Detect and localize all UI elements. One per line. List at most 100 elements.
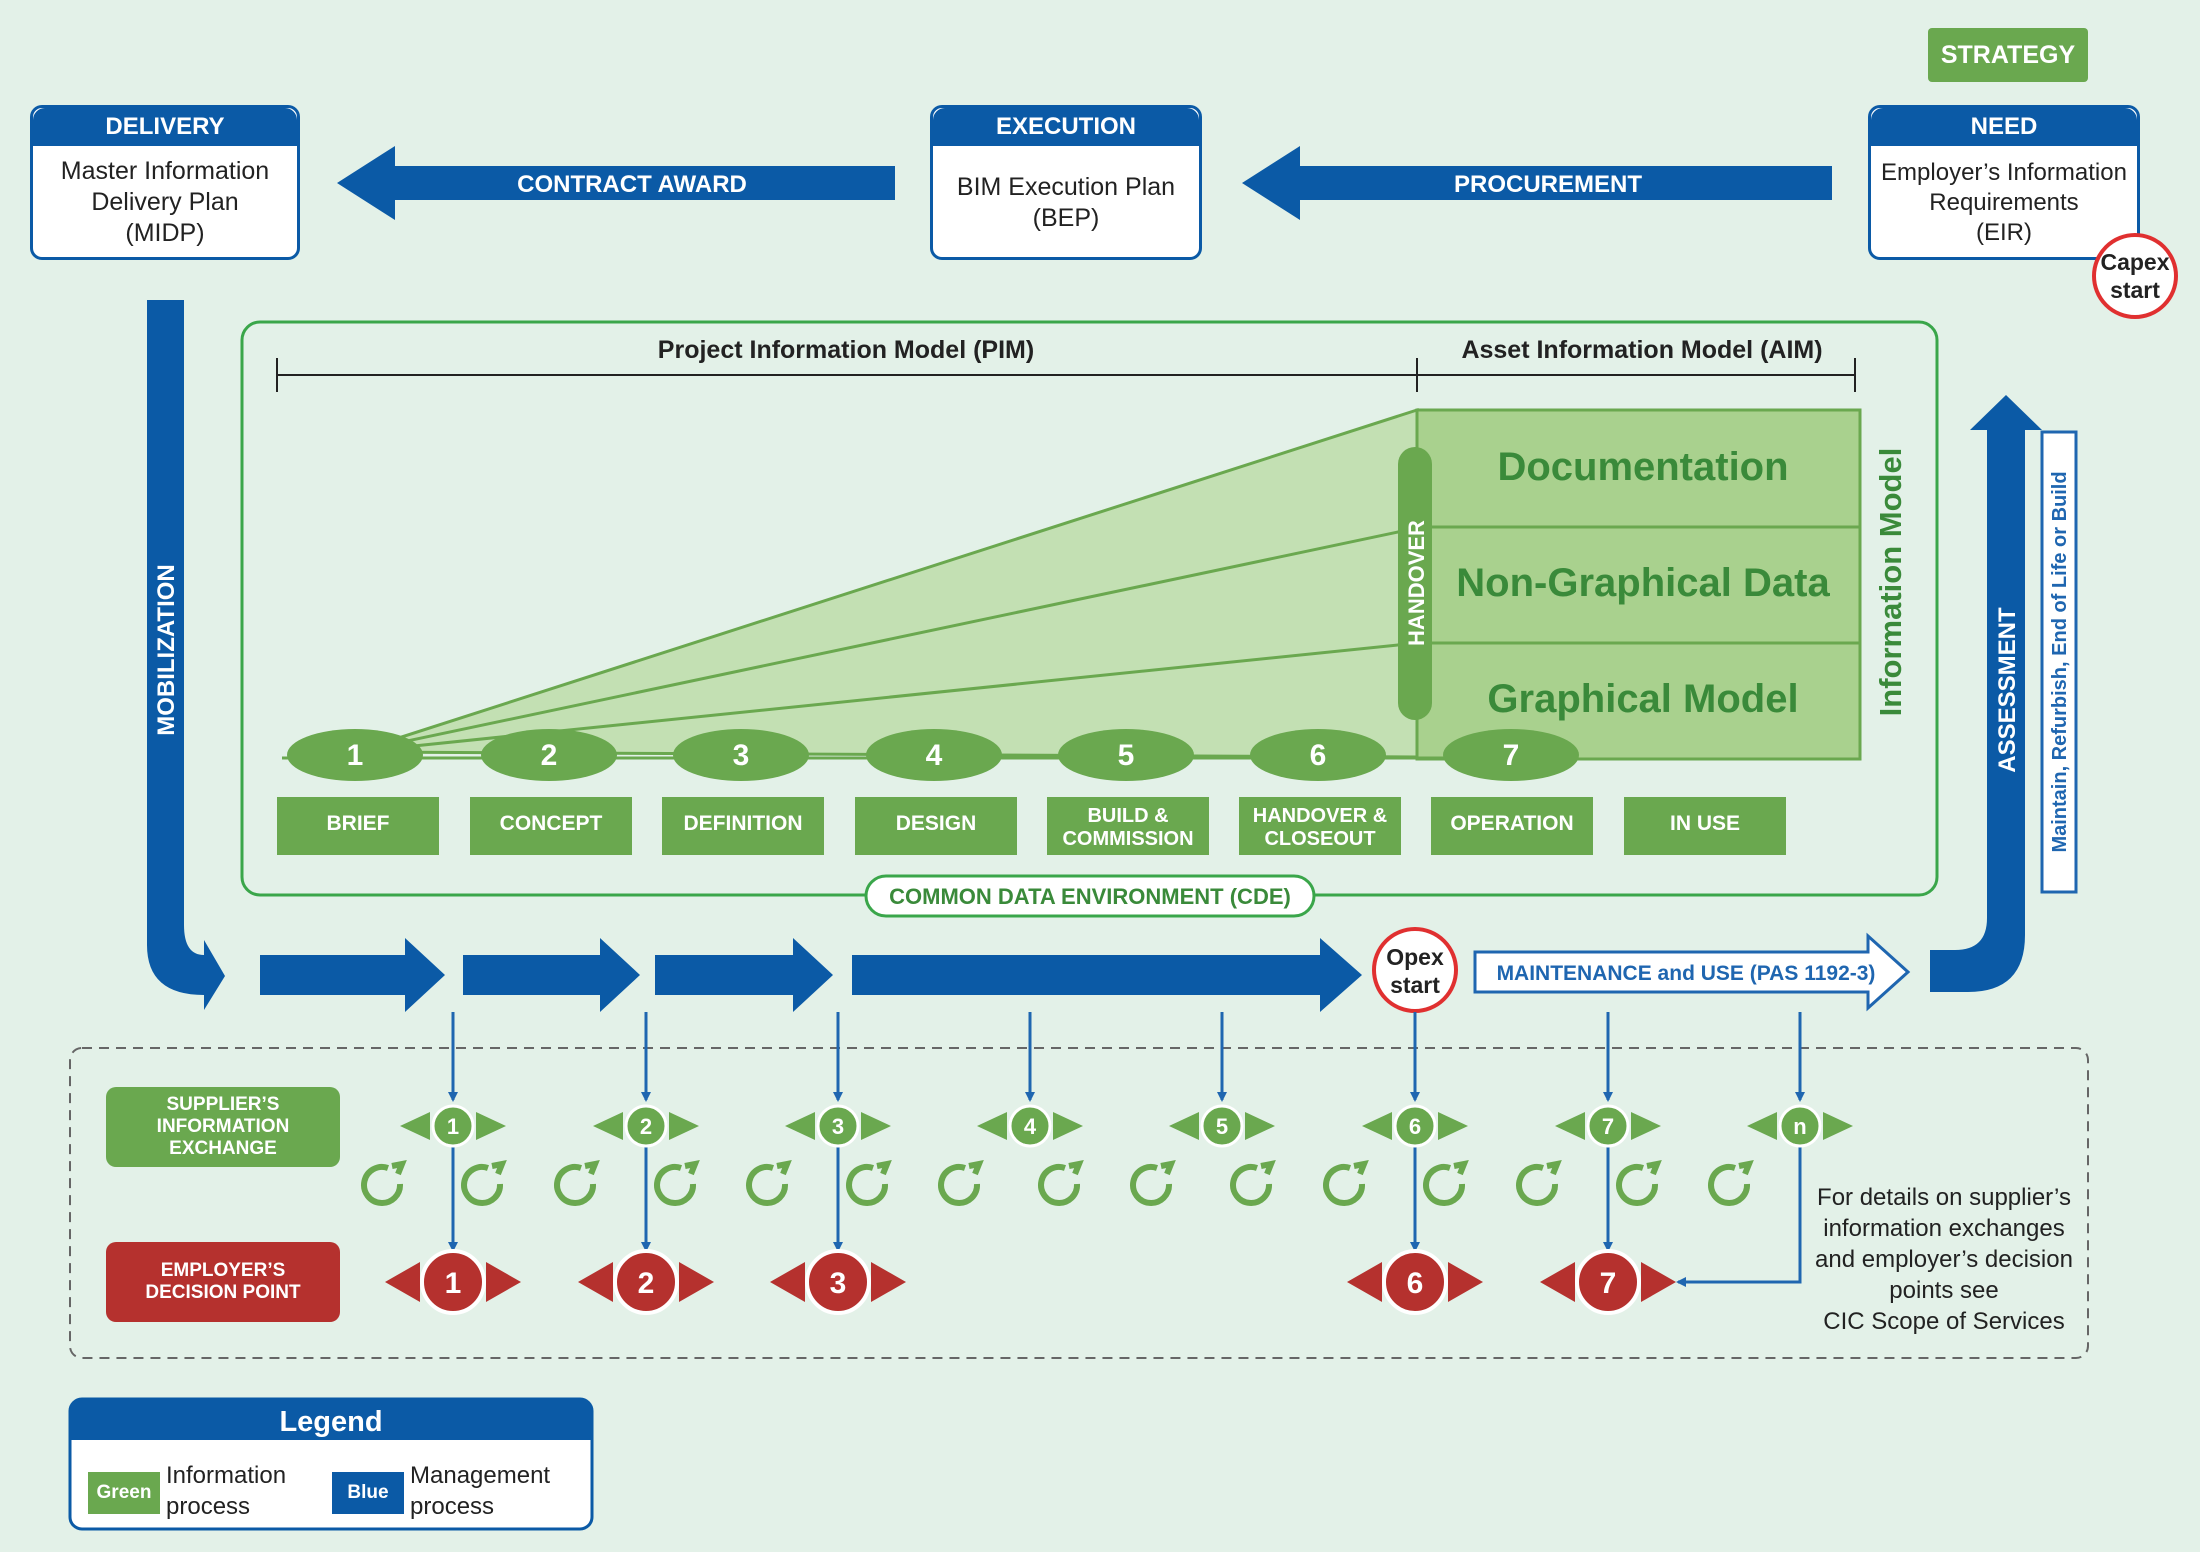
svg-text:3: 3 [830, 1267, 847, 1300]
assessment-label: ASSESSMENT [1994, 607, 2021, 773]
pim-label: Project Information Model (PIM) [658, 336, 1034, 364]
svg-text:BUILD &: BUILD & [1087, 805, 1168, 827]
maintain-label: Maintain, Refurbish, End of Life or Buil… [2049, 471, 2071, 852]
need-box: NEED Employer’s Information Requirements… [1868, 105, 2140, 260]
exchange-panel [69, 1047, 2089, 1359]
decision-point-7: 7 [1540, 1249, 1676, 1315]
opex-start-badge [1372, 927, 1458, 1013]
svg-text:4: 4 [926, 739, 943, 772]
handover-label: HANDOVER [1404, 520, 1429, 646]
decision-point-2: 2 [578, 1249, 714, 1315]
legend-blue-swatch: Blue [332, 1472, 404, 1514]
svg-text:7: 7 [1602, 1114, 1614, 1139]
stage-number-4: 4 [866, 729, 1002, 781]
exchange-point-7: 7 [1555, 1104, 1661, 1148]
handover-bar [1398, 447, 1432, 720]
exchange-point-5: 5 [1169, 1104, 1275, 1148]
information-model-label: Information Model [1873, 448, 1908, 717]
decision-point-1: 1 [385, 1249, 521, 1315]
stage-concept: CONCEPT [470, 797, 632, 855]
employer-decision-label: EMPLOYER’S DECISION POINT [106, 1242, 340, 1322]
svg-text:5: 5 [1216, 1114, 1228, 1139]
svg-text:2: 2 [541, 739, 558, 772]
svg-text:7: 7 [1600, 1267, 1617, 1300]
svg-text:6: 6 [1407, 1267, 1424, 1300]
svg-text:4: 4 [1024, 1114, 1037, 1139]
exchange-point-3: 3 [785, 1104, 891, 1148]
stage-build-commission: BUILD &COMMISSION [1047, 797, 1209, 855]
svg-text:1: 1 [347, 739, 364, 772]
legend-title: Legend [279, 1406, 382, 1438]
svg-text:CLOSEOUT: CLOSEOUT [1264, 828, 1375, 850]
need-body: Employer’s Information Requirements (EIR… [1881, 158, 2127, 246]
stage-number-3: 3 [673, 729, 809, 781]
delivery-title: DELIVERY [33, 108, 297, 146]
svg-text:n: n [1793, 1114, 1806, 1139]
strategy-tag: STRATEGY [1928, 28, 2088, 82]
svg-text:3: 3 [832, 1114, 844, 1139]
procurement-arrow [1242, 146, 1832, 220]
mobilization-label: MOBILIZATION [153, 564, 180, 736]
flow-arrow-4 [852, 938, 1362, 1012]
svg-text:BRIEF: BRIEF [327, 812, 390, 835]
exchange-point-4: 4 [977, 1104, 1083, 1148]
cycle-icon [1323, 1159, 1469, 1206]
svg-text:IN USE: IN USE [1670, 812, 1740, 835]
assessment-arrow [1930, 395, 2042, 992]
flow-arrow-2 [463, 938, 640, 1012]
execution-body: BIM Execution Plan (BEP) [956, 172, 1176, 232]
maintenance-use-arrow [1473, 932, 1911, 1012]
mobilization-arrow [147, 300, 225, 1010]
cycle-icon [554, 1159, 700, 1206]
cycle-icon [361, 1159, 507, 1206]
cycle-icon [938, 1159, 1084, 1206]
decision-point-3: 3 [770, 1249, 906, 1315]
decision-point-6: 6 [1347, 1249, 1483, 1315]
delivery-body: Master Information Delivery Plan (MIDP) [60, 157, 270, 247]
svg-text:6: 6 [1409, 1114, 1421, 1139]
stage-number-6: 6 [1250, 729, 1386, 781]
execution-title: EXECUTION [933, 108, 1199, 146]
cde-label: COMMON DATA ENVIRONMENT (CDE) [889, 884, 1291, 909]
svg-text:1: 1 [445, 1267, 462, 1300]
svg-text:start: start [1390, 972, 1440, 998]
supplier-exchange-label: SUPPLIER’S INFORMATION EXCHANGE [106, 1087, 340, 1167]
cycle-icon [746, 1159, 892, 1206]
svg-text:3: 3 [733, 739, 750, 772]
layer-graphical-label: Graphical Model [1487, 677, 1798, 721]
layer-non-graphical-label: Non-Graphical Data [1456, 561, 1830, 605]
stage-definition: DEFINITION [662, 797, 824, 855]
svg-text:CONCEPT: CONCEPT [500, 812, 603, 835]
svg-text:Opex: Opex [1386, 944, 1444, 970]
layer-documentation [1415, 408, 1862, 529]
svg-text:DEFINITION: DEFINITION [684, 812, 803, 835]
legend-green-swatch: Green [88, 1472, 160, 1514]
stage-design: DESIGN [855, 797, 1017, 855]
layer-non-graphical-data [1415, 525, 1862, 645]
svg-text:HANDOVER &: HANDOVER & [1253, 805, 1387, 827]
legend-green-desc: Information process [166, 1462, 287, 1520]
exchange-point-1: 1 [400, 1104, 506, 1148]
svg-text:DESIGN: DESIGN [896, 812, 977, 835]
stage-number-5: 5 [1058, 729, 1194, 781]
layer-documentation-label: Documentation [1497, 445, 1788, 489]
need-title: NEED [1871, 108, 2137, 146]
svg-text:5: 5 [1118, 739, 1135, 772]
aim-label: Asset Information Model (AIM) [1461, 336, 1822, 364]
cycle-icon [1516, 1159, 1662, 1206]
cde-pill [864, 874, 1316, 918]
stage-number-1: 1 [287, 729, 423, 781]
flow-arrow-3 [655, 938, 833, 1012]
stage-operation: OPERATION [1431, 797, 1593, 855]
svg-text:2: 2 [640, 1114, 652, 1139]
stage-number-7: 7 [1443, 729, 1579, 781]
svg-text:1: 1 [447, 1114, 459, 1139]
flow-arrow-1 [260, 938, 445, 1012]
svg-text:7: 7 [1503, 739, 1520, 772]
svg-text:OPERATION: OPERATION [1450, 812, 1573, 835]
cycle-icon [1130, 1159, 1276, 1206]
stage-in-use: IN USE [1624, 797, 1786, 855]
legend-blue-desc: Management process [410, 1462, 551, 1520]
maintenance-use-label: MAINTENANCE and USE (PAS 1192-3) [1497, 962, 1876, 985]
